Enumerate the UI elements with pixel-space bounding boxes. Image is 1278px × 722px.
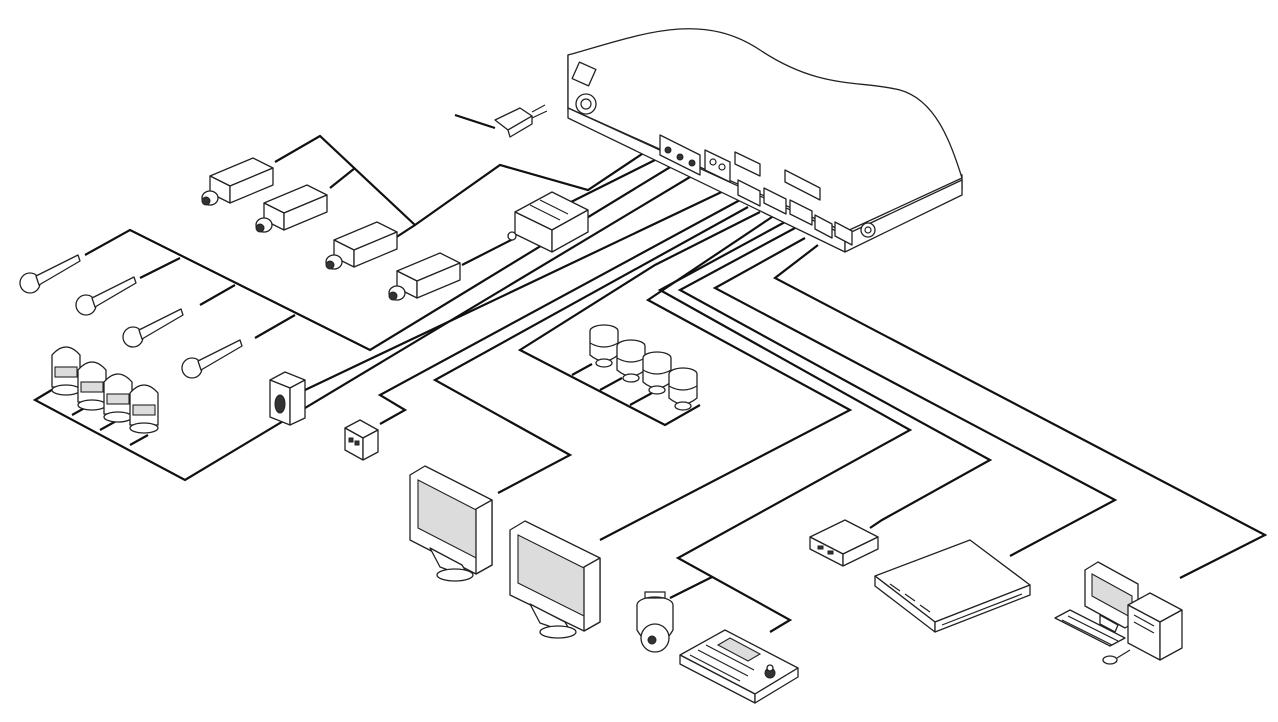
connection-cables: [32, 113, 1268, 633]
alarm-box-icon: [344, 419, 379, 461]
network-cable: [712, 237, 1118, 557]
dome-3-drop: [629, 392, 653, 406]
pir-sensor-icon: [51, 346, 159, 434]
ptz-camera-icon: [636, 591, 674, 653]
microphone-icon: [19, 254, 243, 379]
dome-2-drop: [599, 377, 623, 391]
main-monitor-icon: [409, 465, 493, 582]
spot-monitor-cable: [599, 214, 853, 541]
power-cable: [454, 113, 496, 130]
speaker-icon: [269, 371, 306, 426]
mic-4-drop: [254, 314, 296, 339]
ptz-camera-drop: [669, 576, 713, 599]
camera-4-cable: [461, 237, 516, 266]
spot-monitor-icon: [509, 520, 601, 639]
camera-bus-cable: [274, 134, 661, 227]
pc-cable: [772, 244, 1268, 579]
dvr-icon: [567, 28, 963, 253]
rs232-cable: [677, 227, 993, 529]
dome-1-drop: [571, 363, 593, 376]
alarm-cable: [377, 199, 741, 425]
box-camera-icon: [201, 157, 461, 301]
power-plug-icon: [494, 104, 548, 138]
speaker-cable: [304, 187, 731, 391]
microphone-bus-cable: [84, 154, 691, 352]
mic-3-drop: [199, 284, 236, 306]
camera-3-drop: [394, 224, 416, 239]
dome-bus-cable: [517, 211, 761, 427]
mic-2-drop: [139, 257, 181, 279]
main-monitor-cable: [432, 206, 749, 494]
sensor-4-drop: [129, 434, 149, 446]
dome-camera-icon: [589, 324, 698, 411]
adapter-box-icon: [809, 519, 879, 567]
ptz-bus-cable: [657, 221, 913, 633]
camera-2-drop: [329, 167, 356, 189]
balun-icon: [507, 191, 589, 253]
network-switch-icon: [874, 539, 1031, 633]
keyboard-controller-icon: [679, 629, 799, 704]
desktop-pc-icon: [1054, 561, 1183, 665]
